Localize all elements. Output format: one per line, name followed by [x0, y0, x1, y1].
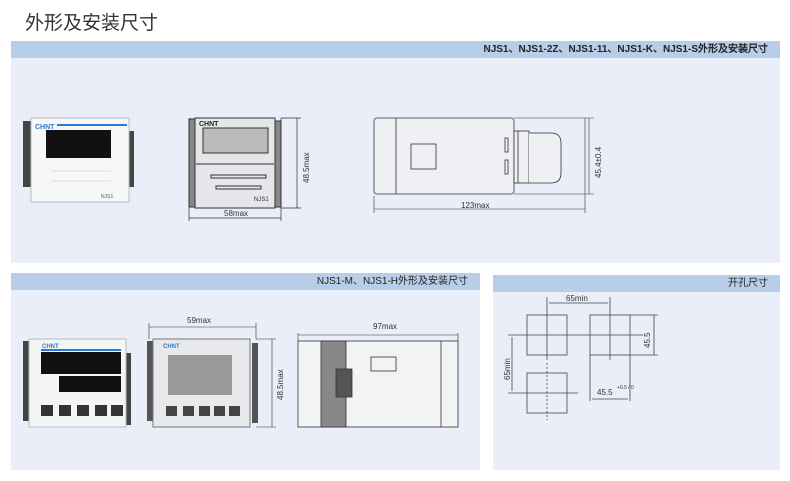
- svg-text:CHNT: CHNT: [199, 121, 219, 128]
- dim-length: 97max: [373, 322, 397, 331]
- dim-spacing-v: 65min: [503, 358, 512, 380]
- njs1-m-h-drawings: CHNT CHNT 59max 48.5max 97max: [23, 316, 459, 428]
- tolerance: +0.5 / 0: [617, 385, 634, 391]
- panel-heading: NJS1、NJS1-2Z、NJS1-11、NJS1-K、NJS1-S外形及安装尺…: [11, 41, 780, 58]
- njs1-m-photo: [23, 338, 131, 428]
- dim-cutout-v: 45.5: [643, 332, 652, 348]
- panel-heading: NJS1-M、NJS1-H外形及安装尺寸: [11, 273, 480, 290]
- page-title: 外形及安装尺寸: [25, 13, 159, 34]
- brand-logo: CHNT: [35, 124, 55, 131]
- dim-height: 48.5max: [302, 152, 311, 183]
- dim-length: 123max: [461, 201, 489, 210]
- panel-njs1-dimensions: NJS1、NJS1-2Z、NJS1-11、NJS1-K、NJS1-S外形及安装尺…: [11, 41, 780, 263]
- dim-height: 48.5max: [276, 369, 285, 400]
- njs1-product-photo: CHNT NJS1: [23, 117, 134, 203]
- panel-heading: 开孔尺寸: [493, 275, 780, 292]
- dim-width: 58max: [224, 209, 248, 218]
- njs1-h-front-drawing: [147, 323, 276, 428]
- svg-text:NJS1: NJS1: [254, 197, 269, 203]
- njs1-m-side-drawing: [297, 333, 459, 428]
- svg-text:NJS1: NJS1: [101, 194, 113, 200]
- panel-cutout-dimensions: 开孔尺寸 65min 65min 45.5 45.5 +0.5 / 0: [493, 275, 780, 470]
- njs1-side-drawing: [373, 117, 594, 213]
- dim-width: 59max: [187, 316, 211, 325]
- svg-text:CHNT: CHNT: [163, 344, 180, 350]
- njs1-drawings: CHNT NJS1 CHNT NJS1 58max 48.5max: [23, 117, 603, 221]
- panel-njs1-m-h-dimensions: NJS1-M、NJS1-H外形及安装尺寸 CHNT CHNT 59max 48.…: [11, 273, 480, 470]
- svg-text:CHNT: CHNT: [42, 344, 59, 350]
- cutout-drawing: 65min 65min 45.5 45.5 +0.5 / 0: [503, 294, 658, 420]
- dim-depth: 45.4±0.4: [594, 146, 603, 178]
- dim-spacing-h: 65min: [566, 294, 588, 303]
- njs1-front-drawing: [188, 117, 301, 221]
- dim-cutout-h: 45.5: [597, 388, 613, 397]
